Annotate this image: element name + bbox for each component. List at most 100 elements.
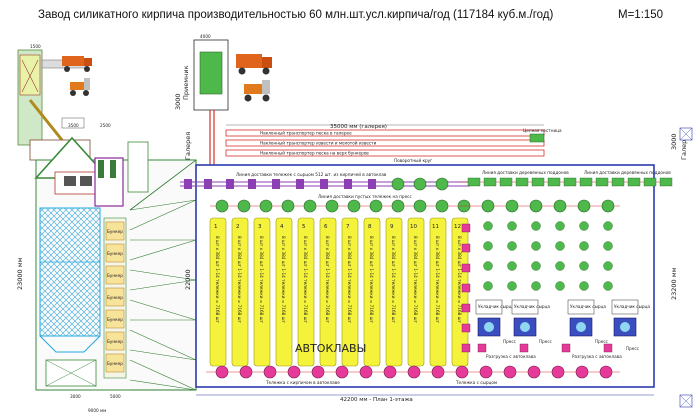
autoclave-spec-5: 8 шт х 384 шт 1-14 тележки = 7168 шт [303, 236, 308, 323]
autoclave-number-4: 4 [280, 224, 284, 230]
autoclave-spec-2: 8 шт х 384 шт 1-14 тележки = 7168 шт [237, 236, 242, 323]
autoclave-10: 10 8 шт х 384 шт 1-14 тележки = 7168 шт [407, 217, 425, 367]
dim-35000: 35000 мм (галерея) [330, 124, 387, 130]
dim-4000: 4000 [200, 34, 211, 39]
scale-label: M=1:150 [618, 9, 664, 21]
page-title: Завод силикатного кирпича производительн… [38, 9, 554, 21]
autoclave-number-1: 1 [214, 224, 218, 230]
dim-2500: 2500 [100, 123, 111, 128]
top-cart-line: Линия доставки тележек с сырцом 512 шт. … [180, 158, 470, 191]
silo-label-3: Бункер [107, 273, 123, 278]
dim-42200: 42200 мм - План 1-этажа [340, 397, 413, 403]
autoclave-number-11: 11 [432, 224, 439, 230]
autoclave-number-8: 8 [368, 224, 372, 230]
green-cart-row: Линия доставки пустых тележек на пресс [210, 194, 471, 213]
top-conveyors: Наклонный транспортер песка в галерее На… [209, 110, 562, 165]
silo-label-7: Бункер [107, 361, 123, 366]
autoclave-number-3: 3 [258, 224, 262, 230]
autoclave-number-6: 6 [324, 224, 328, 230]
carts-back-label: Линия доставки пустых тележек на пресс [318, 194, 412, 199]
right-elevator [679, 127, 693, 408]
press-label-1: Пресс [503, 339, 517, 344]
autoclave-5: 5 8 шт х 384 шт 1-14 тележки = 7168 шт [297, 217, 315, 367]
autoclave-2: 2 8 шт х 384 шт 1-14 тележки = 7168 шт [231, 217, 249, 367]
autoclave-number-5: 5 [302, 224, 306, 230]
pallets-label-2: Линия доставки деревянных поддонов [584, 170, 671, 175]
autoclave-number-9: 9 [390, 224, 394, 230]
left-warehouse [17, 49, 91, 161]
silo-label-2: Бункер [107, 251, 123, 256]
priemnik-label: Приемник [182, 65, 190, 100]
dim-3000-top: 3000 [174, 93, 182, 110]
receiver-hopper: 4000 Приемник 3000 Галерея [174, 34, 229, 160]
loader-icon [70, 78, 90, 96]
press-unloader-label-1: Укладчик сырца [478, 304, 514, 309]
dim-5000-left: 5000 [110, 394, 121, 399]
press-unloader-label-2: Укладчик сырца [514, 304, 550, 309]
dim-22000: 22000 [184, 269, 192, 290]
autoclave-1: 1 8 шт х 384 шт 1-14 тележки = 7168 шт [209, 217, 227, 367]
autoclave-7: 7 8 шт х 384 шт 1-14 тележки = 7168 шт [341, 217, 359, 367]
silo-label-6: Бункер [107, 339, 123, 344]
bottom-cart-line: Тележка с кирпичом в автоклаве Тележка с… [206, 365, 620, 385]
dump-truck-icon [62, 56, 92, 72]
autoclave-spec-10: 8 шт х 384 шт 1-14 тележки = 7168 шт [413, 236, 418, 323]
conveyor-sand-label: Наклонный транспортер песка в галерее [260, 131, 352, 136]
dump-truck-2-icon [236, 54, 272, 75]
autoclave-number-7: 7 [346, 224, 350, 230]
autoclave-spec-7: 8 шт х 384 шт 1-14 тележки = 7168 шт [347, 236, 352, 323]
autoclave-number-12: 12 [454, 224, 461, 230]
autoclave-number-10: 10 [410, 224, 417, 230]
press-label-2: Пресс [539, 339, 553, 344]
silo-label-5: Бункер [107, 317, 123, 322]
autoclave-spec-9: 8 шт х 384 шт 1-14 тележки = 7168 шт [391, 236, 396, 323]
line-carts-512-label: Линия доставки тележек с сырцом 512 шт. … [236, 172, 387, 177]
silo-label-4: Бункер [107, 295, 123, 300]
autoclave-spec-1: 8 шт х 384 шт 1-14 тележки = 7168 шт [215, 236, 220, 323]
autoclave-8: 8 8 шт х 384 шт 1-14 тележки = 7168 шт [363, 217, 381, 367]
return-carts-label: Тележка с сырцом [455, 380, 497, 385]
autoclave-4: 4 8 шт х 384 шт 1-14 тележки = 7168 шт [275, 217, 293, 367]
dim-23000: 23000 мм [16, 257, 24, 290]
dim-3000-left: 3000 [70, 394, 81, 399]
autoclave-spec-8: 8 шт х 384 шт 1-14 тележки = 7168 шт [369, 236, 374, 323]
unload-label-2: Разгрузка с автоклава [572, 354, 622, 359]
press-1: Укладчик сырца Пресс [475, 299, 517, 344]
conveyor-bunkers-label: Наклонный транспортер песка на верх бунк… [260, 151, 369, 156]
galereya-left-label: Галерея [184, 132, 192, 160]
press-unloader-label-3: Укладчик сырца [570, 304, 606, 309]
dim-1500: 1500 [30, 44, 41, 49]
dim-3000-right: 3000 [670, 133, 678, 150]
dim-9000: 9000 мм [88, 408, 106, 413]
unload-label-1: Разгрузка с автоклава [486, 354, 536, 359]
autoclave-spec-3: 8 шт х 384 шт 1-14 тележки = 7168 шт [259, 236, 264, 323]
autoclave-spec-6: 8 шт х 384 шт 1-14 тележки = 7168 шт [325, 236, 330, 323]
press-unloader-label-4: Укладчик сырца [614, 304, 650, 309]
autoclave-number-2: 2 [236, 224, 240, 230]
galereya-right-label: Галерея [680, 132, 688, 160]
autoclave-11: 11 8 шт х 384 шт 1-14 тележки = 7168 шт [429, 217, 447, 367]
press-label-4: Пресс [626, 346, 640, 351]
pallet-lines: Линия доставки деревянных поддонов Линия… [460, 170, 673, 213]
press-4: Укладчик сырца Пресс [611, 299, 650, 351]
autoclave-6: 6 8 шт х 384 шт 1-14 тележки = 7168 шт [319, 217, 337, 367]
conveyor-lime-label: Наклонный транспортер извести и молотой … [260, 141, 377, 146]
autoclave-3: 3 8 шт х 384 шт 1-14 тележки = 7168 шт [253, 217, 271, 367]
chain-label: Цепная лестница [523, 128, 562, 133]
press-label-3: Пресс [595, 339, 609, 344]
autoclave-spec-12: 8 шт х 384 шт 1-14 тележки = 7168 шт [457, 236, 462, 323]
main-hall: 42200 мм - План 1-этажа 22000 23200 мм Г… [184, 132, 688, 403]
autoclave-group: 1 8 шт х 384 шт 1-14 тележки = 7168 шт 2… [209, 217, 469, 367]
dim-3500: 3500 [68, 123, 79, 128]
loader-2-icon [244, 80, 270, 102]
dim-23200: 23200 мм [670, 267, 678, 300]
left-silo-building: Бункер Бункер Бункер Бункер Бункер Бунке… [34, 136, 197, 391]
right-vertical-tracks [461, 221, 613, 353]
autoclave-label: АВТОКЛАВЫ [295, 342, 366, 355]
press-2: Укладчик сырца Пресс [511, 299, 553, 344]
pallets-label-1: Линия доставки деревянных поддонов [482, 170, 569, 175]
turn-circle-label: Поворотный круг [394, 158, 432, 163]
autoclave-spec-11: 8 шт х 384 шт 1-14 тележки = 7168 шт [435, 236, 440, 323]
empty-cart-label: Тележка с кирпичом в автоклаве [265, 380, 340, 385]
